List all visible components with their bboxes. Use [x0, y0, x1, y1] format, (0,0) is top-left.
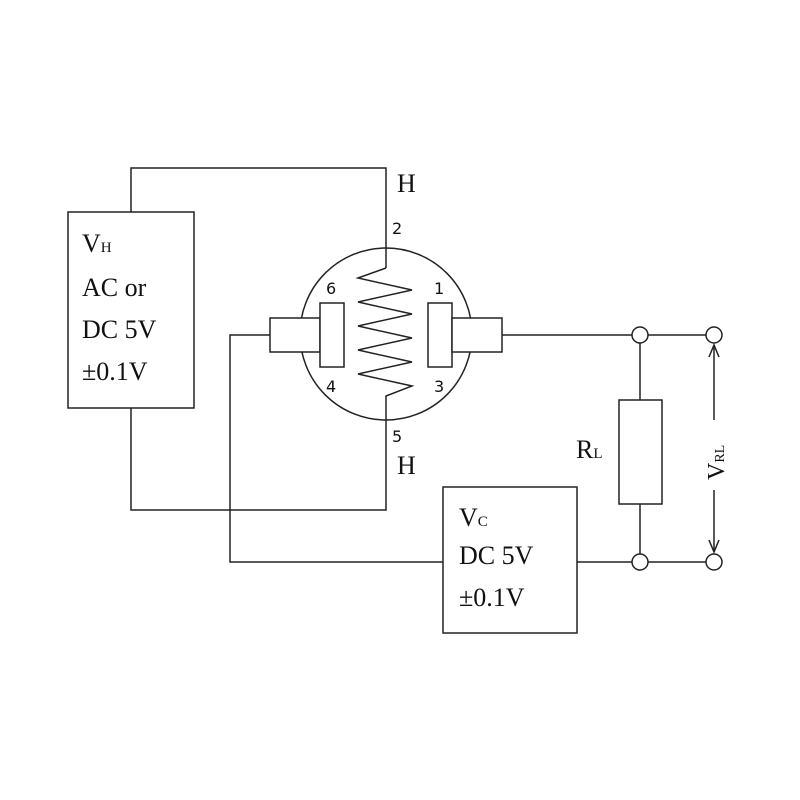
output-voltage-label: VRL	[704, 445, 730, 480]
heater-supply-line2: AC or	[82, 273, 147, 302]
output-terminal-top	[705, 326, 723, 344]
pin-4-label: 4	[326, 377, 336, 396]
output-arrow-bottom-head	[708, 539, 720, 554]
heater-wire-bottom	[130, 406, 387, 511]
heater-supply-line3: DC 5V	[82, 315, 157, 344]
circuit-supply-line2: DC 5V	[459, 541, 534, 570]
output-arrow-top-head	[708, 343, 720, 358]
pin-6-label: 6	[326, 279, 336, 298]
right-electrode-outer	[451, 317, 503, 353]
junction-node-top	[631, 326, 649, 344]
circuit-wire-left	[229, 334, 443, 563]
heater-coil	[355, 267, 415, 406]
circuit-supply-box	[442, 486, 578, 634]
load-resistor-body	[618, 399, 663, 505]
right-electrode-inner	[427, 302, 453, 368]
heater-supply-line4: ±0.1V	[82, 357, 148, 386]
pin-1-label: 1	[434, 279, 444, 298]
circuit-supply-label: VC	[459, 503, 488, 532]
pin-5-label: 5	[392, 427, 402, 446]
load-resistor-label: RL	[576, 435, 603, 464]
left-electrode-outer	[269, 317, 321, 353]
output-terminal-bottom	[705, 553, 723, 571]
circuit-supply-line3: ±0.1V	[459, 583, 525, 612]
heater-wire-top	[130, 167, 387, 268]
junction-node-bottom	[631, 553, 649, 571]
pin-3-label: 3	[434, 377, 444, 396]
left-electrode-inner	[319, 302, 345, 368]
pin-2-label: 2	[392, 219, 402, 238]
heater-pin-top-label: H	[397, 169, 416, 198]
heater-supply-label: VH	[82, 229, 112, 258]
heater-pin-bottom-label: H	[397, 451, 416, 480]
